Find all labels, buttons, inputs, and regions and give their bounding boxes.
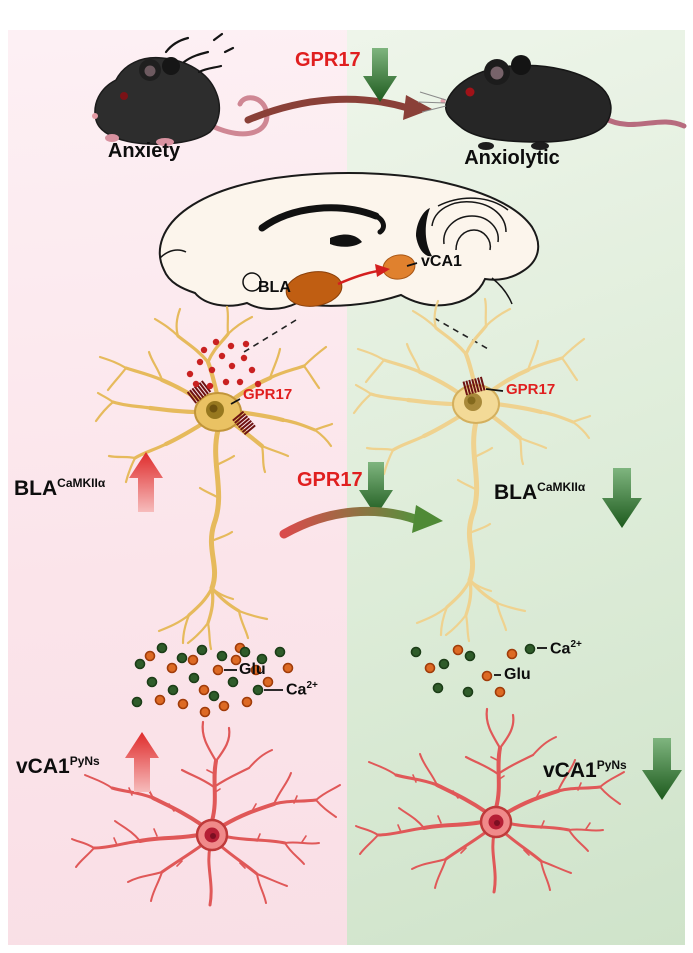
neurotransmitter-dots-left bbox=[131, 642, 294, 718]
mouse-tail bbox=[601, 115, 687, 129]
left-to-right-transition-arrow bbox=[279, 505, 443, 539]
gpr17-label-right-neuron: GPR17 bbox=[506, 381, 556, 398]
neurotransmitter-dots-right bbox=[410, 643, 536, 698]
gpr17-label-left-neuron: GPR17 bbox=[243, 386, 293, 403]
bla-camkii-base-right: BLA bbox=[494, 481, 538, 504]
brain-nucleus-outline bbox=[242, 272, 262, 292]
gpr17-down-arrow-center bbox=[359, 462, 393, 516]
ca-base-left: Ca bbox=[286, 681, 307, 699]
gpr17-pointer-left bbox=[230, 398, 241, 405]
bla-neuron-right bbox=[354, 299, 590, 641]
bla-camkii-label-right: BLACaMKIIα bbox=[494, 480, 586, 504]
mouse-ear-back bbox=[162, 57, 180, 75]
bla-to-vca1-arrow bbox=[337, 264, 390, 286]
anxious-mouse-illustration bbox=[92, 32, 270, 146]
vca1-downregulation-arrow bbox=[642, 738, 682, 800]
brain-illustration bbox=[159, 172, 540, 310]
vca1-brain-label: vCA1 bbox=[421, 253, 462, 270]
bla-upregulation-arrow bbox=[129, 452, 163, 512]
ca-base-right: Ca bbox=[550, 640, 571, 658]
bla-camkii-sup-left: CaMKIIα bbox=[57, 476, 106, 490]
bla-camkii-label-left: BLACaMKIIα bbox=[14, 476, 106, 500]
vca1-pyns-sup-left: PyNs bbox=[69, 754, 100, 768]
mouse-to-mouse-arrow bbox=[244, 95, 432, 124]
ca-label-left: Ca2+ bbox=[286, 680, 318, 699]
bla-region bbox=[285, 271, 343, 307]
gpr17-label-top: GPR17 bbox=[295, 49, 361, 71]
ventricle bbox=[330, 234, 362, 247]
mouse-eye bbox=[120, 92, 128, 100]
ca-sup-right: 2+ bbox=[570, 639, 582, 650]
mouse-ear-back bbox=[511, 55, 531, 75]
mouse-foot bbox=[531, 142, 549, 150]
mouse-foot bbox=[478, 142, 494, 150]
cerebellum-folds bbox=[431, 197, 513, 305]
vca1-neuron-left bbox=[72, 722, 340, 905]
mouse-inner-ear bbox=[144, 65, 156, 77]
mouse-whiskers bbox=[417, 91, 447, 113]
glu-label-left: Glu bbox=[239, 661, 266, 678]
bla-brain-label: BLA bbox=[258, 279, 291, 296]
mouse-inner-ear bbox=[490, 66, 504, 80]
mouse-body bbox=[94, 56, 221, 145]
corpus-callosum-hook bbox=[373, 213, 386, 235]
mouse-paw bbox=[105, 134, 119, 142]
calm-mouse-illustration bbox=[417, 55, 687, 150]
vca1-pyns-sup-right: PyNs bbox=[596, 758, 627, 772]
vca1-pyns-label-left: vCA1PyNs bbox=[16, 754, 100, 778]
vca1-pyns-base-left: vCA1 bbox=[16, 755, 70, 778]
corpus-callosum bbox=[258, 204, 380, 232]
ca-label-right: Ca2+ bbox=[550, 639, 582, 658]
gpr17-down-arrow-top bbox=[363, 48, 397, 102]
bla-camkii-sup-right: CaMKIIα bbox=[537, 480, 586, 494]
vca1-neuron-right bbox=[356, 709, 624, 892]
bla-camkii-base-left: BLA bbox=[14, 477, 58, 500]
brain-to-left-neuron-dashed-line bbox=[243, 319, 297, 353]
ca-sup-left: 2+ bbox=[306, 680, 318, 691]
anxiety-label: Anxiety bbox=[107, 140, 181, 162]
vca1-pyns-base-right: vCA1 bbox=[543, 759, 597, 782]
glu-label-right: Glu bbox=[504, 666, 531, 683]
mouse-body bbox=[444, 64, 612, 143]
anxiolytic-label: Anxiolytic bbox=[464, 147, 560, 169]
cerebellum-wedge bbox=[416, 208, 432, 257]
gpr17-label-center: GPR17 bbox=[297, 469, 363, 491]
vca1-label-pointer bbox=[406, 262, 418, 267]
mouse-foot bbox=[156, 138, 174, 146]
mouse-eye bbox=[465, 87, 475, 97]
gpr17-vesicle-dots bbox=[186, 338, 262, 390]
bla-downregulation-arrow bbox=[602, 468, 642, 528]
vca1-pyns-label-right: vCA1PyNs bbox=[543, 758, 627, 782]
mouse-nose bbox=[92, 113, 98, 119]
gpr17-pointer-right bbox=[485, 388, 504, 392]
stress-marks bbox=[164, 32, 235, 74]
vca1-upregulation-arrow bbox=[125, 732, 159, 792]
